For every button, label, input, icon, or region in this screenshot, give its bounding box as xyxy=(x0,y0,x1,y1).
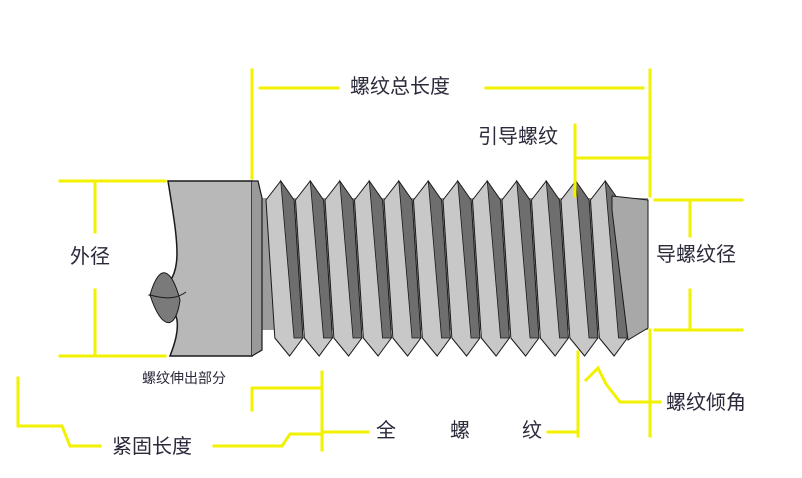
label-fastening-length: 紧固长度 xyxy=(112,434,192,458)
label-full-thread-char-2: 螺 xyxy=(450,418,470,442)
dimension-lines xyxy=(16,68,744,452)
screw-shank xyxy=(147,180,253,357)
label-total-thread-length: 螺纹总长度 xyxy=(350,74,450,98)
screw-thread xyxy=(251,179,649,357)
label-outer-diameter: 外径 xyxy=(70,244,110,268)
label-thread-lead-angle: 螺纹倾角 xyxy=(666,390,746,414)
label-lead-thread: 引导螺纹 xyxy=(478,124,558,148)
label-full-thread-char-1: 全 xyxy=(376,418,396,442)
label-lead-thread-diameter: 导螺纹径 xyxy=(656,242,736,266)
label-full-thread-char-3: 纹 xyxy=(522,418,542,442)
label-thread-extension-part: 螺纹伸出部分 xyxy=(142,371,226,387)
